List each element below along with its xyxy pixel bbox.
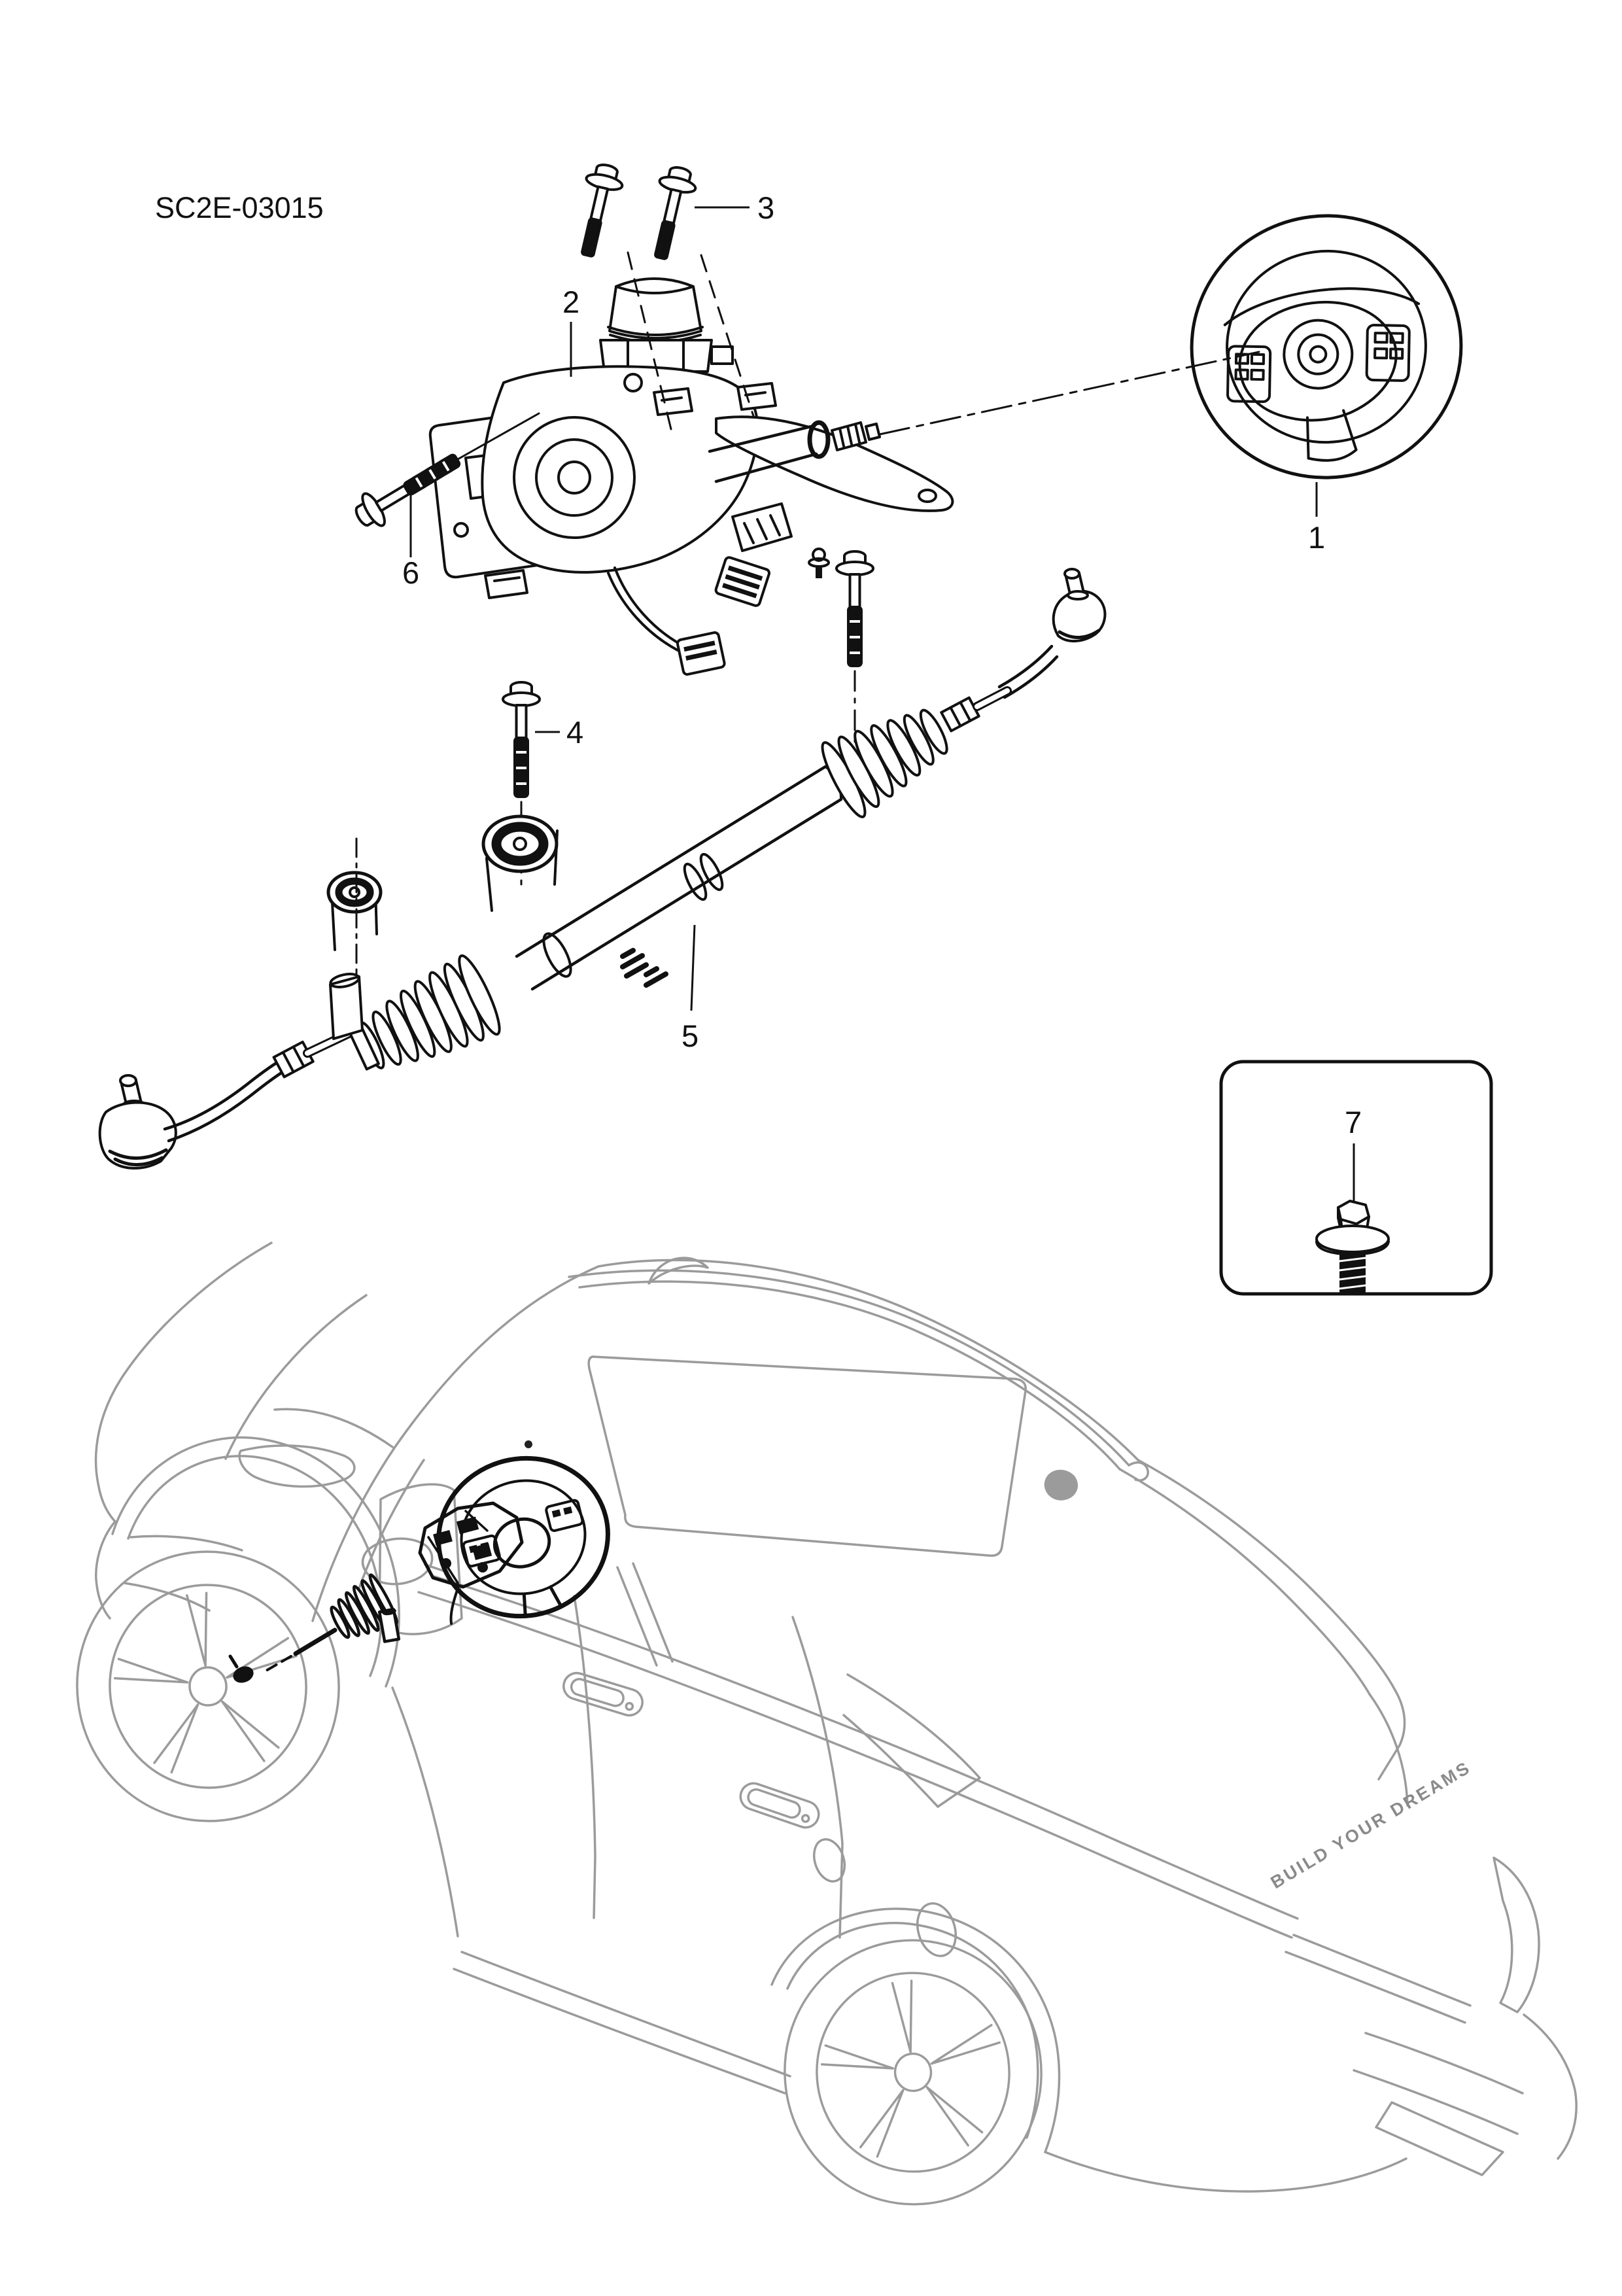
rear-lower (1044, 2151, 1407, 2193)
rear-bumper (1353, 2032, 1524, 2135)
front-door-cut (573, 1595, 596, 1919)
hood-line (94, 1242, 273, 1523)
roofline (394, 1259, 1139, 1461)
steering-wheel (1190, 214, 1463, 479)
rear-fender-flare (770, 1907, 1061, 2153)
charge-port (812, 1838, 846, 1883)
front-wheel (60, 1535, 356, 1837)
ghost-steering-column (418, 1501, 524, 1625)
front-bumper-line (95, 1520, 116, 1620)
quarter-window (842, 1673, 981, 1808)
callout-4: 4 (566, 715, 583, 750)
mirror-mount-dot (525, 1440, 532, 1448)
beltline (417, 1591, 1293, 1939)
tailgate-line (1368, 1693, 1409, 1807)
b-pillar (616, 1562, 674, 1667)
flange-bolt-7 (1315, 1200, 1390, 1295)
front-fender-flare-inner (127, 1455, 383, 1677)
callouts (409, 206, 1355, 1201)
rear-glass-corner (1377, 1688, 1406, 1781)
roof-front-deflector (647, 1257, 709, 1285)
window-sill (433, 1575, 1299, 1920)
fuel-door (916, 1902, 957, 1957)
light-bar (1285, 1934, 1472, 2024)
roof-rail-2 (578, 1280, 1121, 1470)
taillight (1493, 1856, 1540, 2013)
callout-2: 2 (562, 285, 579, 319)
pinch-bolt (808, 548, 830, 578)
roof-rail-1 (568, 1269, 1130, 1467)
column-mounting-bolts (568, 160, 755, 430)
cowl-line (273, 1408, 394, 1448)
in-vehicle-steering-assembly (228, 1455, 610, 1683)
exploded-parts (98, 160, 1493, 1296)
a-pillar (311, 1446, 396, 1622)
diagram-code: SC2E-03015 (155, 191, 324, 224)
rear-wheel (768, 1924, 1058, 2220)
rear-glass-edge-inner (1118, 1468, 1371, 1696)
front-door-handle (562, 1671, 644, 1717)
headlight-outline (238, 1444, 356, 1488)
hood-crease (224, 1294, 368, 1460)
vehicle-outline: BUILD YOUR DREAMS (60, 1242, 1578, 2220)
callout-leader-5 (690, 924, 696, 1011)
bumper-detail (123, 1535, 243, 1612)
front-door-bottom (391, 1686, 459, 1938)
rear-door-handle (739, 1782, 820, 1829)
ghost-rack-and-tie-rod (228, 1573, 401, 1683)
callout-labels: SC2E-03015 1 2 3 4 5 6 7 (155, 190, 1362, 1139)
shark-fin-antenna (1044, 1470, 1078, 1501)
vehicle-badge-text: BUILD YOUR DREAMS (1268, 1757, 1475, 1892)
front-fender-flare (111, 1436, 400, 1688)
bolt-box (1219, 1060, 1493, 1296)
rear-diffuser (1375, 2101, 1504, 2176)
column-lower-bolt (348, 412, 540, 536)
sunroof-outline (587, 1355, 1027, 1557)
column-axis-line (878, 351, 1260, 436)
rear-door-cut (791, 1616, 844, 1939)
callout-7: 7 (1345, 1105, 1362, 1139)
callout-3: 3 (757, 190, 774, 225)
steering-rack-assembly (98, 568, 1107, 1170)
rear-glass-edge (1137, 1459, 1396, 1690)
rear-bumper-corner (1523, 2013, 1578, 2160)
steering-column-assembly (428, 277, 954, 676)
callout-5: 5 (682, 1018, 699, 1053)
rear-fender-flare-inner (786, 1922, 1039, 2139)
callout-1: 1 (1308, 520, 1325, 555)
rocker-panel (453, 1951, 791, 2095)
callout-6: 6 (402, 555, 419, 590)
roof-rail-end-cap (1128, 1461, 1149, 1482)
